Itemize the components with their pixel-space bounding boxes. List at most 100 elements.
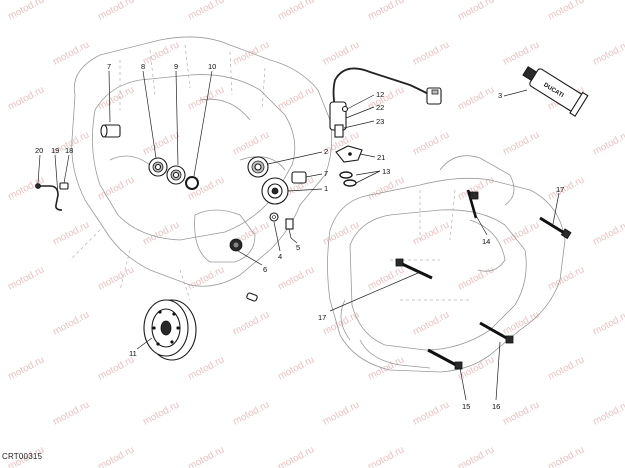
watermark-text: motod.ru (51, 219, 91, 247)
part-bearing-8[interactable] (148, 157, 168, 177)
watermark-text: motod.ru (141, 399, 181, 427)
callout-4: 4 (278, 252, 282, 261)
watermark-text: motod.ru (321, 39, 361, 67)
part-bolt-16[interactable] (479, 321, 514, 344)
diagram-code: CRT00315 (2, 452, 43, 461)
watermark-text: motod.ru (6, 84, 46, 112)
watermark-text: motod.ru (0, 129, 1, 157)
part-bushing-7-left[interactable] (100, 124, 121, 138)
part-circlip-10[interactable] (185, 176, 199, 190)
callout-9: 9 (174, 62, 178, 71)
watermark-text: motod.ru (51, 399, 91, 427)
watermark-text: motod.ru (321, 399, 361, 427)
part-sealant-tube-3[interactable]: DUCATI (519, 61, 589, 117)
watermark-text: motod.ru (6, 264, 46, 292)
callout-numbers: 7 8 9 10 20 19 18 2 7 1 4 5 6 11 12 22 2… (35, 62, 564, 411)
watermark-text: motod.ru (501, 39, 541, 67)
part-bearing-2[interactable] (247, 156, 269, 178)
watermark-text: motod.ru (366, 264, 406, 292)
callout-3: 3 (498, 91, 502, 100)
watermark-text: motod.ru (6, 0, 46, 23)
watermark-text: motod.ru (276, 354, 316, 382)
watermark-text: motod.ru (591, 39, 625, 67)
watermark-text: motod.ru (231, 399, 271, 427)
part-bolt-17-lower[interactable] (395, 258, 433, 280)
watermark-text: motod.ru (456, 0, 496, 23)
watermark-text: motod.ru (591, 219, 625, 247)
callout-7-left: 7 (107, 62, 111, 71)
part-dowel-pin[interactable] (246, 292, 258, 302)
watermark-text: motod.ru (501, 129, 541, 157)
callout-22: 22 (376, 103, 384, 112)
watermark-text: motod.ru (591, 129, 625, 157)
part-flywheel-11[interactable] (143, 299, 197, 361)
watermark-text: motod.ru (456, 444, 496, 468)
part-bracket-21[interactable] (335, 145, 363, 163)
callout-21: 21 (377, 153, 385, 162)
callout-12: 12 (376, 90, 384, 99)
callout-17-lower: 17 (318, 313, 326, 322)
watermark-text: motod.ru (366, 84, 406, 112)
callout-2: 2 (324, 147, 328, 156)
watermark-text: motod.ru (321, 219, 361, 247)
watermark-text: motod.ru (366, 174, 406, 202)
part-bolt-15[interactable] (427, 348, 463, 370)
callout-6: 6 (263, 265, 267, 274)
part-washer-4[interactable] (269, 212, 279, 222)
watermark-text: motod.ru (276, 264, 316, 292)
watermark-text: motod.ru (411, 219, 451, 247)
callout-1: 1 (324, 184, 328, 193)
watermark-text: motod.ru (411, 399, 451, 427)
watermark-text: motod.ru (546, 264, 586, 292)
watermark-text: motod.ru (456, 84, 496, 112)
watermark-text: motod.ru (96, 264, 136, 292)
callout-7-right: 7 (324, 169, 328, 178)
watermark-text: motod.ru (6, 354, 46, 382)
callout-13: 13 (382, 167, 390, 176)
part-circlip-13[interactable] (339, 171, 357, 187)
part-screw-5[interactable] (285, 218, 294, 239)
watermark-text: motod.ru (0, 39, 1, 67)
watermark-text: motod.ru (96, 354, 136, 382)
callout-18: 18 (65, 146, 73, 155)
watermark-text: motod.ru (186, 354, 226, 382)
watermark-text: motod.ru (186, 444, 226, 468)
watermark-text: motod.ru (546, 444, 586, 468)
callout-5: 5 (296, 243, 300, 252)
part-bearing-9[interactable] (166, 165, 186, 185)
part-bushing-7-right[interactable] (291, 171, 307, 184)
watermark-text: motod.ru (366, 444, 406, 468)
callout-19: 19 (51, 146, 59, 155)
watermark-text: motod.ru (501, 309, 541, 337)
callout-20: 20 (35, 146, 43, 155)
watermark-text: motod.ru (501, 399, 541, 427)
watermark-text: motod.ru (0, 309, 1, 337)
watermark-text: motod.ru (546, 0, 586, 23)
leader-lines (37, 70, 560, 401)
watermark-text: motod.ru (276, 444, 316, 468)
watermark-text: motod.ru (51, 39, 91, 67)
part-plug-6[interactable] (229, 238, 243, 252)
watermark-text: motod.ru (591, 399, 625, 427)
watermark-text: motod.ru (0, 399, 1, 427)
part-bolt-17-upper[interactable] (539, 216, 572, 240)
watermark-text: motod.ru (51, 309, 91, 337)
callout-17-upper: 17 (556, 185, 564, 194)
watermark-text: motod.ru (96, 444, 136, 468)
watermark-text: motod.ru (231, 309, 271, 337)
watermark-text: motod.ru (411, 309, 451, 337)
part-breather-pipe-18-19-20[interactable] (35, 182, 69, 211)
part-sensor-cable-12-22-23[interactable] (329, 67, 442, 138)
watermark-text: motod.ru (591, 309, 625, 337)
callout-10: 10 (208, 62, 216, 71)
part-bolt-14[interactable] (466, 189, 479, 219)
watermark-text: motod.ru (411, 129, 451, 157)
callout-23: 23 (376, 117, 384, 126)
watermark-text: motod.ru (546, 174, 586, 202)
watermark-text: motod.ru (546, 354, 586, 382)
callout-11: 11 (129, 349, 137, 358)
watermark-text: motod.ru (141, 129, 181, 157)
part-gear-1[interactable] (261, 177, 289, 205)
